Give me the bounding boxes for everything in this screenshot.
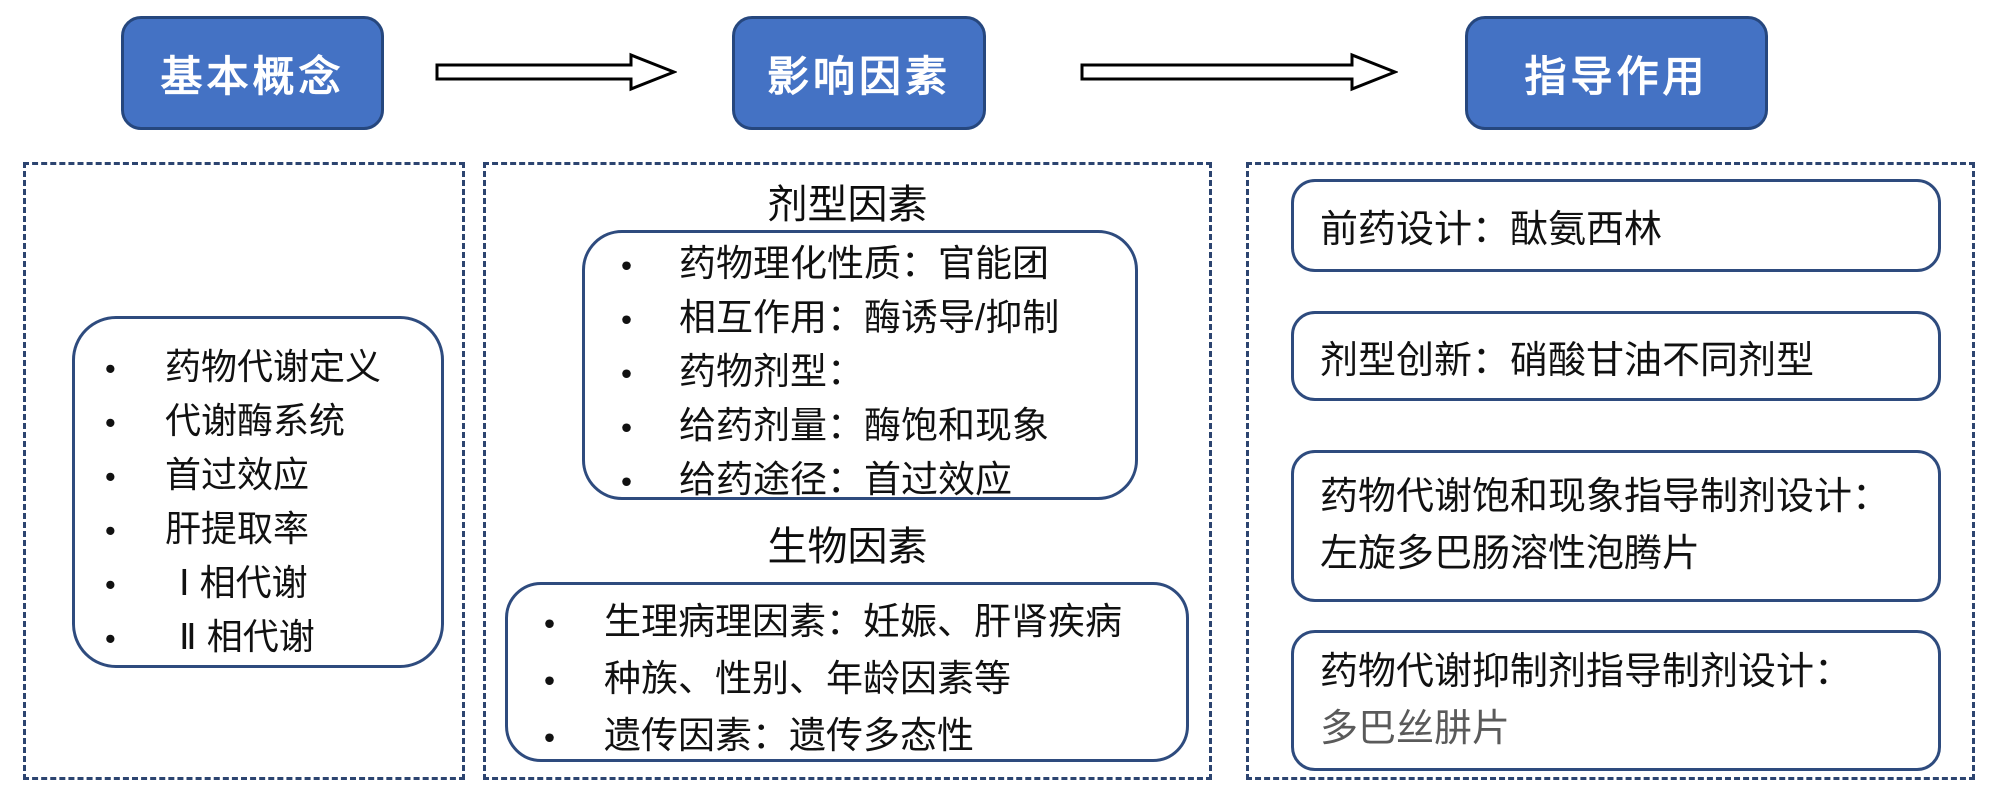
list-item-text: 给药途径：首过效应 [679, 459, 1012, 500]
bullet-icon: • [544, 720, 556, 755]
list-item-text: Ⅰ 相代谢 [179, 562, 308, 603]
panel-basic-concepts: • 药物代谢定义 • 代谢酶系统 • 首过效应 • 肝提取率 • Ⅰ 相代谢 • Ⅱ 相代谢 [23, 162, 465, 780]
list-item-text: 药物理化性质：官能团 [679, 243, 1049, 284]
prodrug-design-box: 前药设计：酞氨西林 [1291, 179, 1941, 272]
panel-influencing-factors: 剂型因素 • 药物理化性质：官能团 • 相互作用：酶诱导/抑制 • 药物剂型： • 给药… [483, 162, 1212, 780]
header-influencing-factors: 影响因素 [732, 16, 986, 130]
list-item: • 给药途径：首过效应 [585, 454, 1135, 508]
list-item-text: 遗传因素：遗传多态性 [604, 715, 974, 756]
list-item-text: 药物剂型： [679, 351, 864, 392]
list-item: • Ⅰ 相代谢 [75, 557, 441, 611]
header-guiding-role: 指导作用 [1465, 16, 1768, 130]
box-text-line2: 左旋多巴肠溶性泡腾片 [1320, 533, 1701, 575]
bullet-icon: • [621, 356, 633, 391]
list-item-text: Ⅱ 相代谢 [179, 616, 315, 657]
list-item: • 药物理化性质：官能团 [585, 238, 1135, 292]
bullet-icon: • [544, 606, 556, 641]
bullet-icon: • [621, 248, 633, 283]
list-item-text: 种族、性别、年龄因素等 [604, 658, 1011, 699]
section-title-dosage-form-factors: 剂型因素 [767, 183, 928, 227]
list-item-text: 肝提取率 [165, 508, 310, 549]
basic-concepts-box: • 药物代谢定义 • 代谢酶系统 • 首过效应 • 肝提取率 • Ⅰ 相代谢 • Ⅱ 相代谢 [72, 316, 444, 668]
list-item-text: 首过效应 [165, 454, 310, 495]
list-item: • 首过效应 [75, 449, 441, 503]
box-text: 剂型创新：硝酸甘油不同剂型 [1320, 339, 1815, 382]
inhibitor-guided-design-box: 药物代谢抑制剂指导制剂设计： 多巴丝肼片 [1291, 630, 1941, 771]
bullet-icon: • [105, 568, 116, 602]
list-item: • 代谢酶系统 [75, 395, 441, 449]
saturation-guided-design-box: 药物代谢饱和现象指导制剂设计： 左旋多巴肠溶性泡腾片 [1291, 450, 1941, 602]
dosage-form-innovation-box: 剂型创新：硝酸甘油不同剂型 [1291, 311, 1941, 401]
flow-arrow-icon [1080, 50, 1398, 94]
list-item-text: 生理病理因素：妊娠、肝肾疾病 [604, 601, 1122, 642]
dosage-form-factors-box: • 药物理化性质：官能团 • 相互作用：酶诱导/抑制 • 药物剂型： • 给药剂量：酶饱… [582, 230, 1138, 500]
bullet-icon: • [621, 302, 633, 337]
list-item: • 遗传因素：遗传多态性 [508, 708, 1186, 765]
biological-factors-list: • 生理病理因素：妊娠、肝肾疾病 • 种族、性别、年龄因素等 • 遗传因素：遗传多态性 [508, 594, 1186, 765]
box-text-line1: 药物代谢饱和现象指导制剂设计： [1320, 476, 1891, 518]
bullet-icon: • [105, 352, 116, 386]
list-item-text: 相互作用：酶诱导/抑制 [679, 297, 1060, 338]
header-basic-concepts: 基本概念 [121, 16, 384, 130]
list-item-text: 代谢酶系统 [165, 400, 346, 441]
box-text-line1: 药物代谢抑制剂指导制剂设计： [1320, 650, 1853, 693]
bullet-icon: • [621, 410, 633, 445]
box-text-line2: 多巴丝肼片 [1320, 707, 1511, 750]
biological-factors-box: • 生理病理因素：妊娠、肝肾疾病 • 种族、性别、年龄因素等 • 遗传因素：遗传多态性 [505, 582, 1189, 762]
list-item: • 药物剂型： [585, 346, 1135, 400]
list-item: • 种族、性别、年龄因素等 [508, 651, 1186, 708]
bullet-icon: • [105, 514, 116, 548]
list-item: • 肝提取率 [75, 503, 441, 557]
box-text: 前药设计：酞氨西林 [1320, 209, 1663, 251]
bullet-icon: • [621, 464, 633, 499]
bullet-icon: • [105, 406, 116, 440]
list-item: • 给药剂量：酶饱和现象 [585, 400, 1135, 454]
bullet-icon: • [105, 622, 116, 656]
list-item: • 生理病理因素：妊娠、肝肾疾病 [508, 594, 1186, 651]
dosage-form-factors-list: • 药物理化性质：官能团 • 相互作用：酶诱导/抑制 • 药物剂型： • 给药剂量：酶饱… [585, 238, 1135, 508]
list-item: • Ⅱ 相代谢 [75, 611, 441, 665]
list-item: • 药物代谢定义 [75, 341, 441, 395]
list-item-text: 给药剂量：酶饱和现象 [679, 405, 1049, 446]
bullet-icon: • [105, 460, 116, 494]
list-item-text: 药物代谢定义 [165, 346, 382, 387]
section-title-biological-factors: 生物因素 [767, 525, 928, 569]
panel-guiding-role: 前药设计：酞氨西林 剂型创新：硝酸甘油不同剂型 药物代谢饱和现象指导制剂设计： … [1246, 162, 1975, 780]
bullet-icon: • [544, 663, 556, 698]
basic-concepts-list: • 药物代谢定义 • 代谢酶系统 • 首过效应 • 肝提取率 • Ⅰ 相代谢 • Ⅱ 相代谢 [75, 341, 441, 665]
list-item: • 相互作用：酶诱导/抑制 [585, 292, 1135, 346]
flow-arrow-icon [435, 50, 677, 94]
